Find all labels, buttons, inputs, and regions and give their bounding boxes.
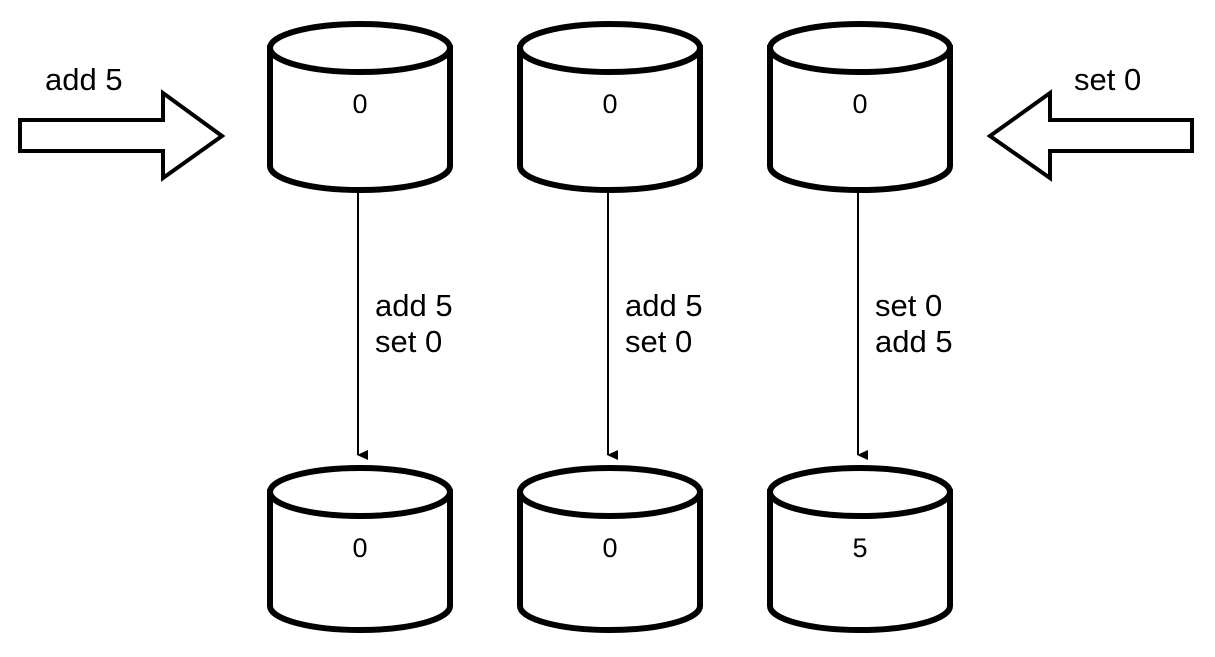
cylinder-body xyxy=(267,45,453,193)
cylinder-top-ellipse xyxy=(267,465,453,519)
replica-column-3: 0 set 0 add 5 5 xyxy=(767,21,953,633)
cylinder-body xyxy=(767,45,953,193)
replica-column-1: 0 add 5 set 0 0 xyxy=(267,21,453,633)
cylinder-top-ellipse xyxy=(517,21,703,75)
cylinder-top-ellipse xyxy=(767,21,953,75)
replica-1-operation-1: add 5 xyxy=(375,288,453,323)
client-request-right: set 0 xyxy=(986,62,1194,182)
client-request-left-label: add 5 xyxy=(45,62,123,97)
cylinder-body xyxy=(767,489,953,633)
replica-2-top-value: 0 xyxy=(602,89,617,119)
replica-1-top-database: 0 xyxy=(267,21,453,193)
cylinder-top-ellipse xyxy=(767,465,953,519)
cylinder-body xyxy=(517,489,703,633)
replica-1-operation-2: set 0 xyxy=(375,324,442,359)
replica-1-top-value: 0 xyxy=(352,89,367,119)
replica-3-top-database: 0 xyxy=(767,21,953,193)
replica-column-2: 0 add 5 set 0 0 xyxy=(517,21,703,633)
replica-2-operation-1: add 5 xyxy=(625,288,703,323)
cylinder-top-ellipse xyxy=(517,465,703,519)
replica-1-bottom-database: 0 xyxy=(267,465,453,633)
replica-1-final-value: 0 xyxy=(352,533,367,563)
client-request-left: add 5 xyxy=(18,62,226,182)
replica-2-bottom-database: 0 xyxy=(517,465,703,633)
replica-3-operation-2: add 5 xyxy=(875,324,953,359)
replica-2-operation-2: set 0 xyxy=(625,324,692,359)
replica-2-top-database: 0 xyxy=(517,21,703,193)
cylinder-body xyxy=(517,45,703,193)
replica-3-operation-1: set 0 xyxy=(875,288,942,323)
client-request-right-label: set 0 xyxy=(1074,62,1141,97)
replica-3-top-value: 0 xyxy=(852,89,867,119)
cylinder-top-ellipse xyxy=(267,21,453,75)
replica-2-final-value: 0 xyxy=(602,533,617,563)
block-arrow-left-icon xyxy=(986,89,1194,182)
block-arrow-right-icon xyxy=(18,89,226,182)
replica-3-final-value: 5 xyxy=(852,533,867,563)
replica-3-bottom-database: 5 xyxy=(767,465,953,633)
cylinder-body xyxy=(267,489,453,633)
